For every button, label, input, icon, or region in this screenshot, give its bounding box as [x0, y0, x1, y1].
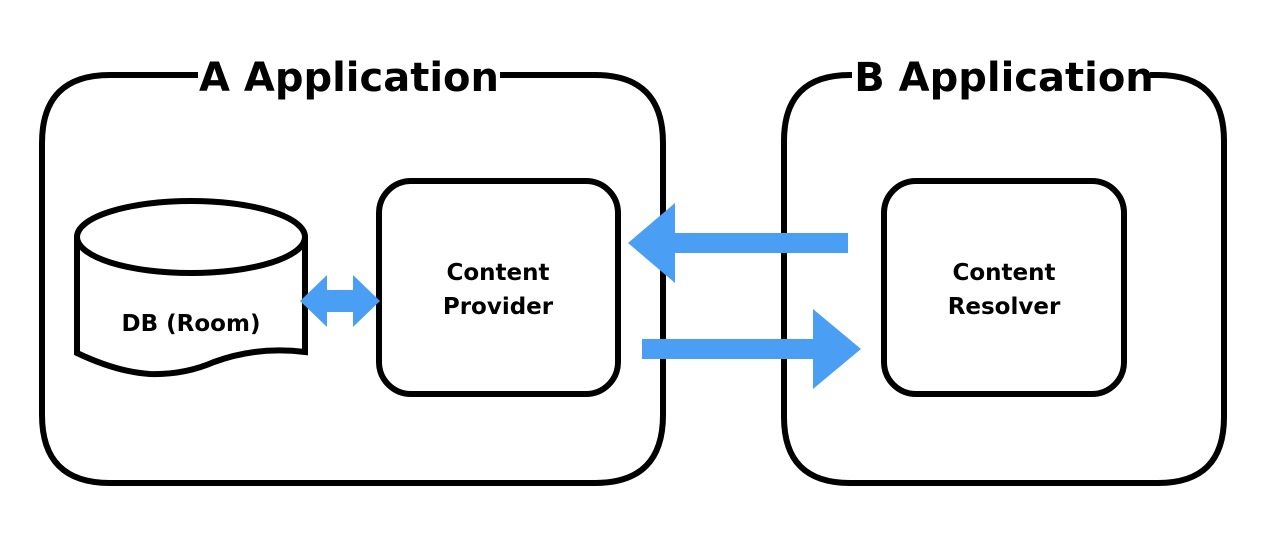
app-b-title: B Application: [854, 55, 1154, 101]
app-a-frame: [39, 72, 666, 486]
app-a-container: A Application: [39, 55, 666, 486]
content-resolver-label-line1: Content: [952, 260, 1055, 286]
content-resolver-label-line2: Resolver: [948, 294, 1061, 320]
db-provider-double-arrow: [300, 275, 380, 327]
content-provider-frame: [376, 178, 621, 397]
provider-to-resolver-arrow: [642, 309, 861, 389]
content-provider-label-line2: Provider: [443, 294, 554, 320]
db-label: DB (Room): [122, 311, 261, 337]
content-provider-box: Content Provider: [376, 178, 621, 397]
database-top: [74, 198, 308, 276]
content-resolver-frame: [881, 178, 1127, 397]
resolver-to-provider-arrow: [628, 203, 848, 283]
app-b-container: B Application: [781, 55, 1227, 486]
content-provider-label-line1: Content: [446, 260, 549, 286]
app-a-title: A Application: [199, 55, 499, 101]
database-cylinder: DB (Room): [74, 198, 308, 378]
app-b-frame: [781, 72, 1227, 486]
content-resolver-box: Content Resolver: [881, 178, 1127, 397]
